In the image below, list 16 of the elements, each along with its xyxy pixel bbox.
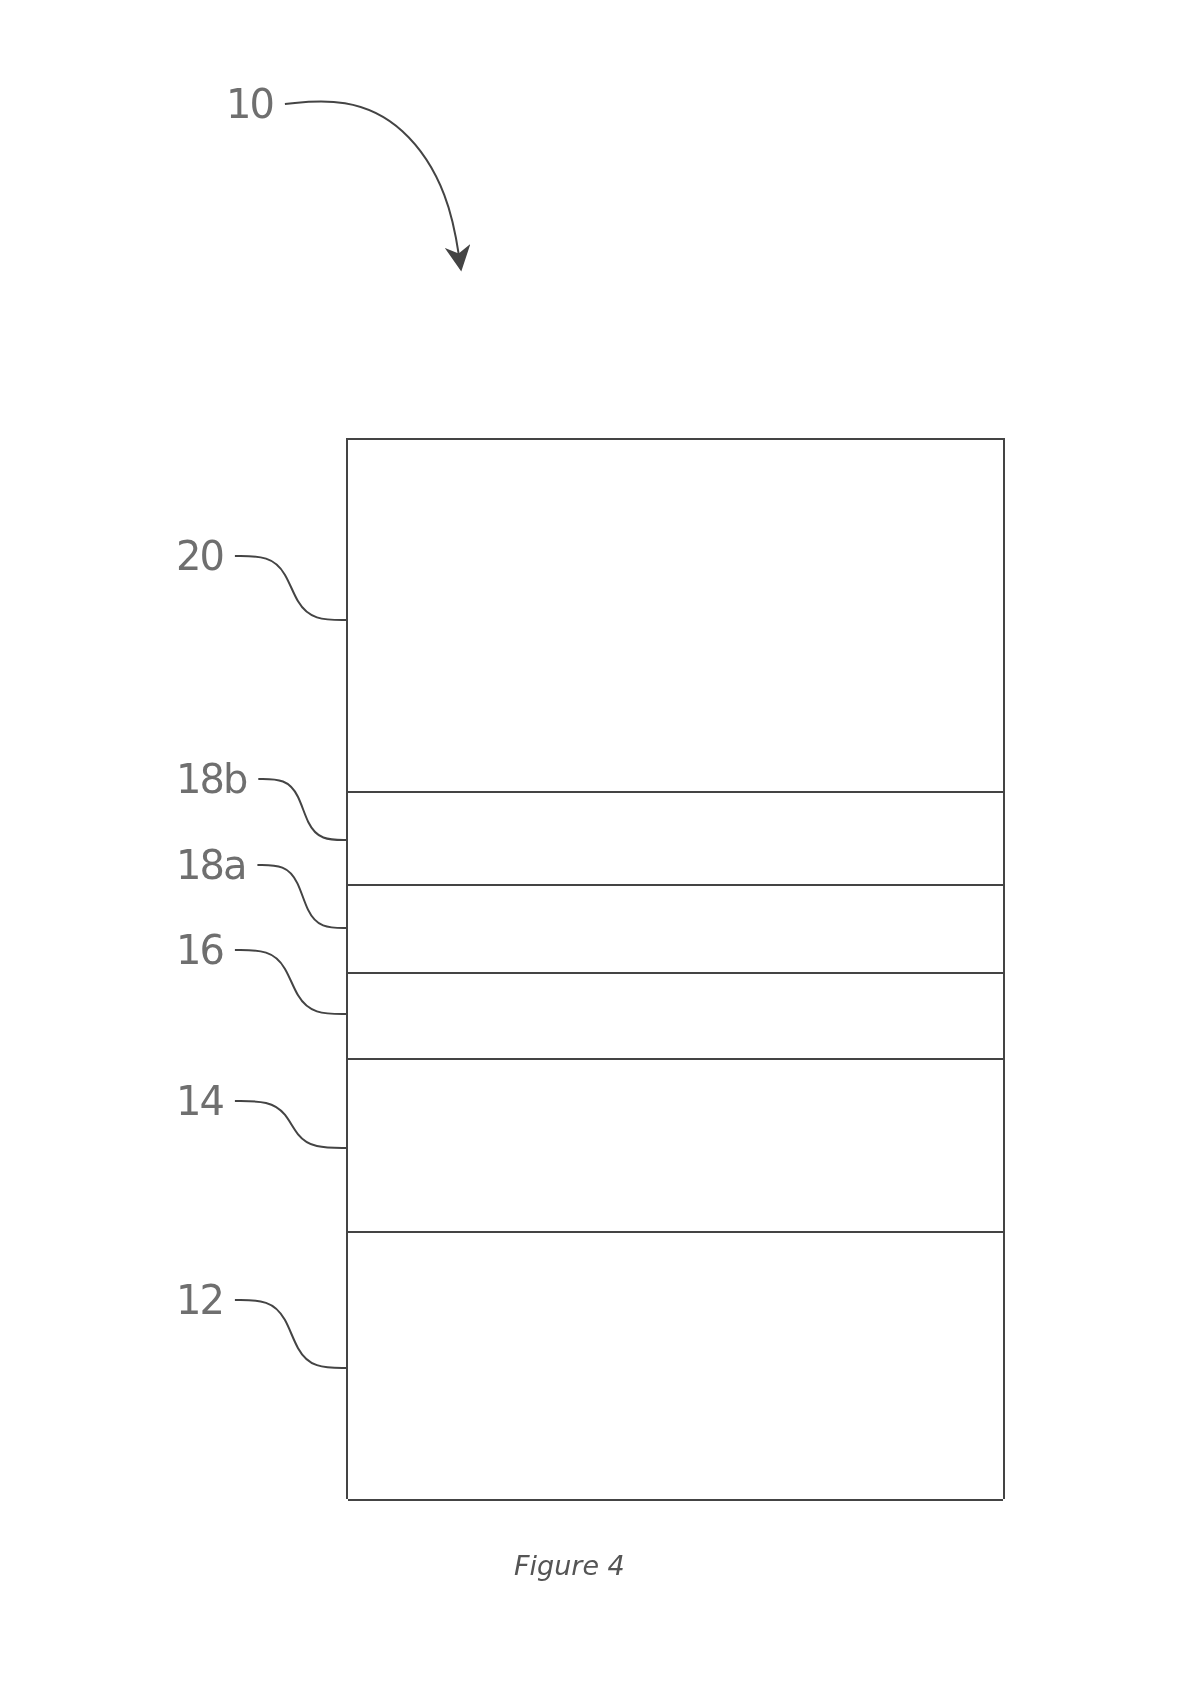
leader-line bbox=[233, 1100, 349, 1149]
callout-number: 18a bbox=[176, 845, 246, 885]
callout-number: 20 bbox=[176, 536, 223, 576]
leader-line bbox=[233, 1299, 349, 1369]
arrow bbox=[283, 100, 471, 272]
callout-number: 12 bbox=[176, 1280, 223, 1320]
leader-line bbox=[256, 864, 349, 929]
leader-line bbox=[233, 555, 349, 621]
callout-number: 16 bbox=[176, 930, 223, 970]
callout-number: 10 bbox=[226, 84, 273, 124]
leader-line bbox=[233, 949, 349, 1015]
figure-caption: Figure 4 bbox=[514, 1550, 625, 1581]
callout-number: 14 bbox=[176, 1081, 223, 1121]
leader-line bbox=[257, 778, 349, 841]
callout-number: 18b bbox=[176, 759, 247, 799]
layer-stack bbox=[346, 438, 1005, 1499]
